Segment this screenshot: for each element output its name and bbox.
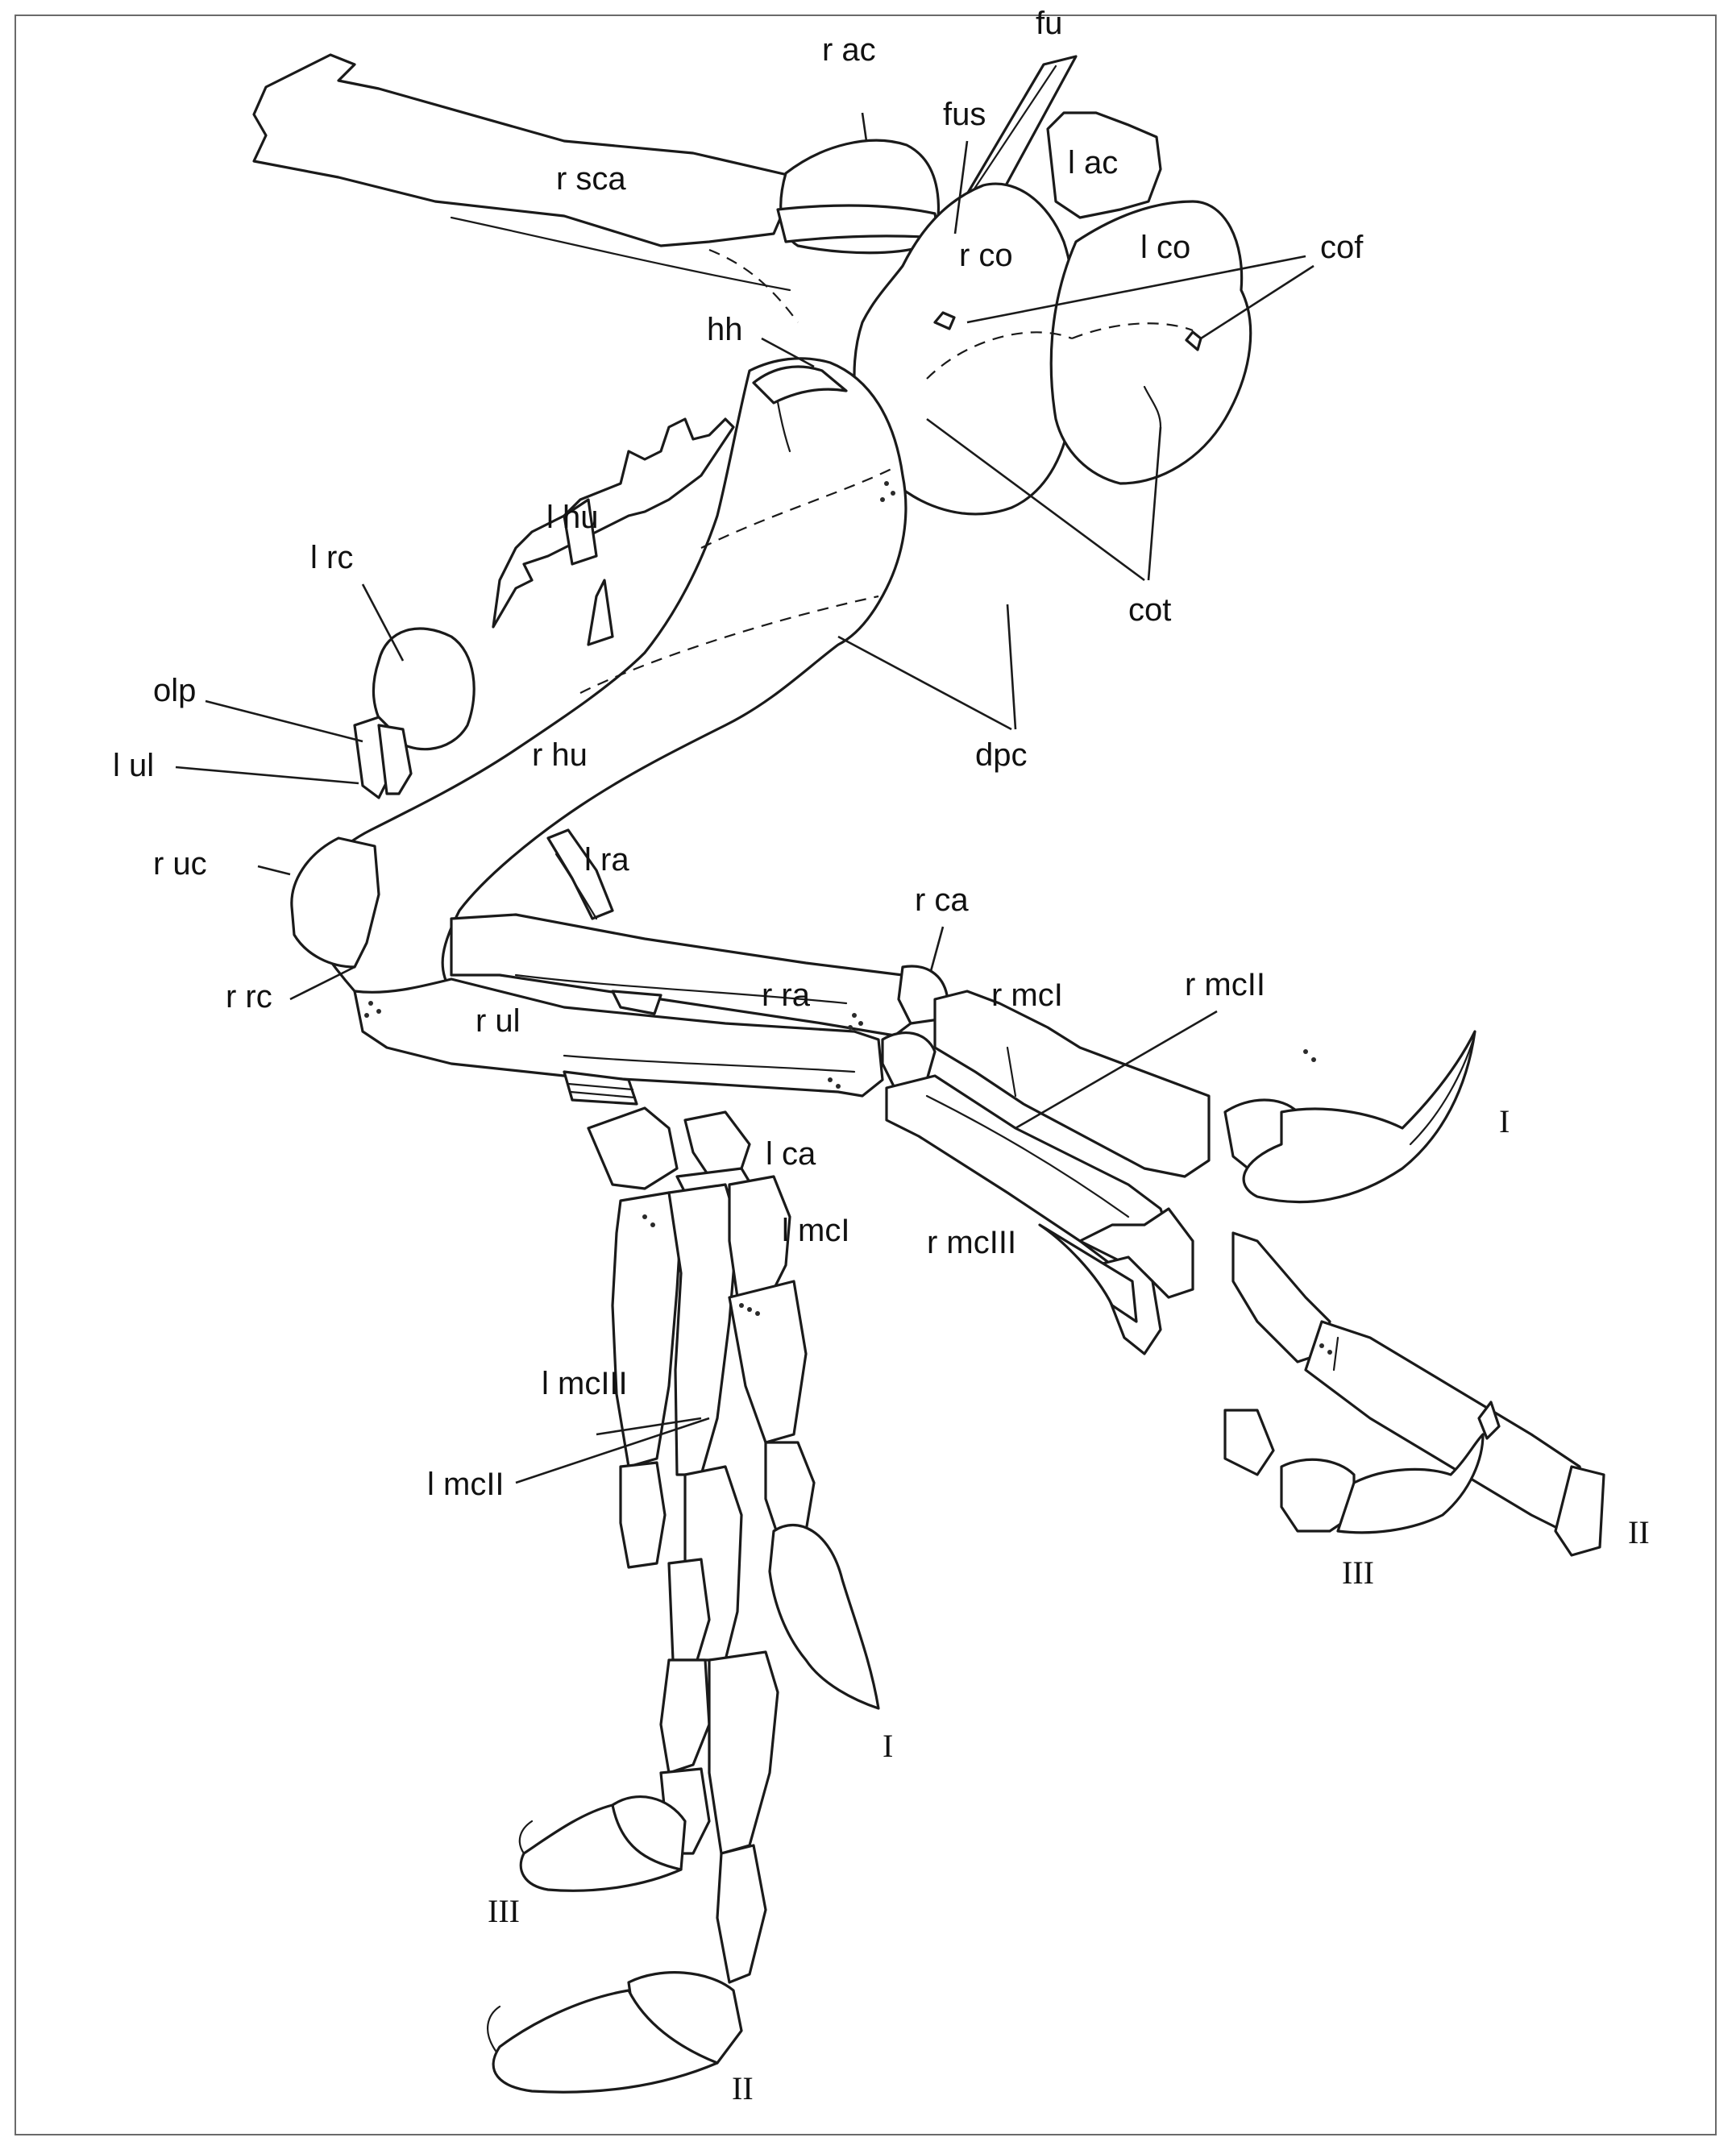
left-coracoid [1049,200,1252,485]
leader-cot-1 [926,417,1145,582]
olecranon-process [353,716,413,799]
label-digit-left-II: II [732,2070,754,2106]
left-digit-III [518,1558,711,1892]
leader-fus [953,140,969,234]
label-r-rc: r rc [226,979,272,1015]
leader-olp [205,699,363,743]
leader-l-mcII [515,1417,710,1484]
coracoid-dash [926,331,1073,380]
leader-hh [761,337,815,368]
label-r-ra: r ra [762,977,811,1013]
label-digit-left-I: I [883,1728,893,1764]
left-metacarpal-III [611,1191,683,1569]
label-l-co: l co [1140,230,1190,265]
label-dpc: dpc [975,737,1028,773]
label-l-mcIII: l mcIII [542,1366,628,1401]
leader-r-uc [257,865,291,876]
left-radius [546,828,614,920]
leader-cof-1 [966,255,1306,324]
left-metacarpal-I [728,1175,808,1444]
label-l-rc: l rc [310,540,353,575]
label-l-ul: l ul [113,748,154,783]
label-r-hu: r hu [532,737,588,773]
right-metacarpal-I [933,990,1211,1178]
label-l-ac: l ac [1068,145,1118,181]
label-r-mcII: r mcII [1185,967,1265,1002]
left-metacarpal-II [667,1183,743,1662]
label-fu: fu [1036,6,1062,41]
label-l-ra: l ra [584,842,629,878]
left-acromion [1046,111,1162,219]
label-r-mcIII: r mcIII [927,1225,1016,1260]
right-ulna [353,977,884,1098]
humeral-head [752,365,848,405]
label-r-co: r co [959,238,1013,273]
left-forearm-distal [563,1070,638,1106]
right-coracoid [853,182,1078,516]
label-l-mcII: l mcII [427,1467,505,1502]
leader-lines [175,112,1314,1484]
left-digit-I [764,1441,880,1710]
leader-r-mcII [1015,1010,1218,1130]
label-olp: olp [153,673,196,708]
leader-dpc-1 [837,635,1012,731]
label-r-mcI: r mcI [991,977,1063,1013]
label-cof: cof [1320,230,1364,265]
label-l-ca: l ca [766,1136,816,1172]
leader-r-ca [929,926,945,972]
leader-l-rc [361,583,405,662]
label-r-ac: r ac [822,32,876,68]
label-cot: cot [1128,592,1171,628]
label-hh: hh [707,312,743,347]
label-r-uc: r uc [153,846,207,882]
leader-l-ul [175,766,359,785]
left-digit-II [487,1650,779,2094]
leader-l-mcIII [596,1417,702,1436]
label-r-sca: r sca [556,161,626,197]
right-acromion [776,139,941,255]
label-digit-right-III: III [1342,1554,1374,1591]
label-r-ca: r ca [915,882,969,918]
left-carpals [587,1106,755,1194]
label-fus: fus [943,97,986,132]
right-digit-III [1223,1401,1501,1534]
leader-cof-2 [1200,264,1314,340]
label-r-ul: r ul [476,1003,521,1039]
leader-dpc-2 [1006,604,1017,730]
label-l-hu: l hu [546,500,599,535]
label-digit-right-II: II [1628,1514,1650,1550]
right-metacarpal-II-III [885,1074,1194,1355]
label-digit-right-I: I [1499,1103,1510,1139]
label-digit-left-III: III [488,1893,520,1929]
leader-r-rc [289,965,355,1001]
right-ulnar-condyle [290,836,380,969]
leader-cot-2 [1147,426,1162,581]
left-humerus [492,417,735,646]
right-scapula [252,53,816,323]
leader-r-ac [861,112,868,142]
labels: r ac fu fus l ac r sca r co l co cof hh … [113,6,1650,2106]
label-l-mcI: l mcI [782,1213,849,1248]
right-digit-II [1231,1231,1605,1557]
stipple-accents [364,481,1332,1355]
right-digit-I [1223,1030,1476,1204]
